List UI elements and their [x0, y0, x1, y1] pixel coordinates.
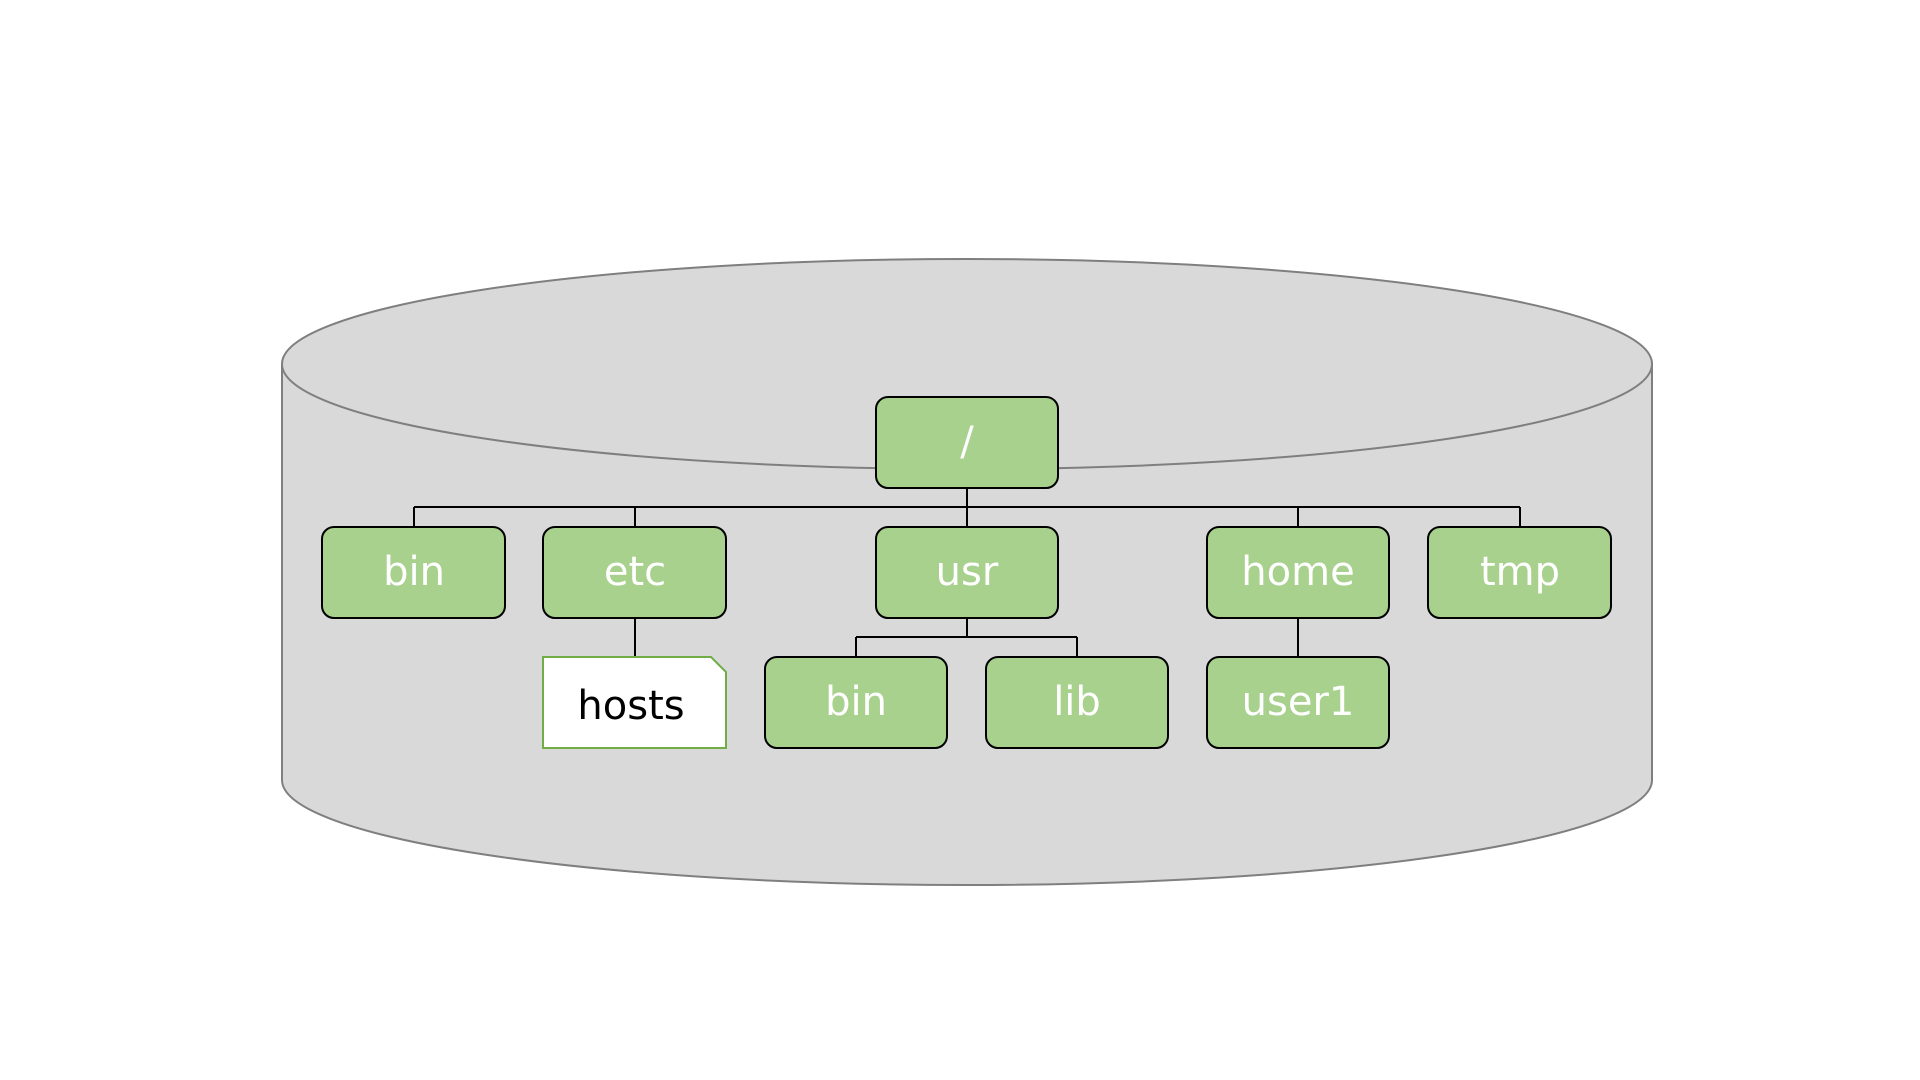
dir-label-home: home: [1241, 549, 1354, 595]
dir-label-etc: etc: [604, 549, 666, 595]
dir-box: [542, 526, 727, 619]
dir-box: [1206, 526, 1390, 619]
dir-box: [764, 656, 948, 749]
dir-node-bin: bin: [321, 526, 506, 619]
dir-node-user1: user1: [1206, 656, 1390, 749]
dir-label-usr: usr: [936, 549, 999, 595]
dir-box: [321, 526, 506, 619]
dir-box: [1206, 656, 1390, 749]
dir-node-home: home: [1206, 526, 1390, 619]
dir-box: [1427, 526, 1612, 619]
dir-node-usr-bin: bin: [764, 656, 948, 749]
dir-node-usr: usr: [875, 526, 1059, 619]
file-node-hosts: hosts: [542, 656, 727, 749]
connectors: [413, 488, 1521, 657]
dir-label-tmp: tmp: [1480, 549, 1560, 595]
dir-node-usr-lib: lib: [985, 656, 1169, 749]
dir-node-root: /: [875, 396, 1059, 489]
dir-label-bin: bin: [383, 549, 445, 595]
dir-label-user1: user1: [1242, 679, 1355, 725]
dir-node-etc: etc: [542, 526, 727, 619]
dir-node-tmp: tmp: [1427, 526, 1612, 619]
dir-box: [875, 396, 1059, 489]
dir-label-usr-lib: lib: [1053, 679, 1101, 725]
dir-label-usr-bin: bin: [825, 679, 887, 725]
dir-label-root: /: [960, 419, 974, 465]
file-icon: [542, 656, 727, 749]
file-label-hosts: hosts: [577, 683, 684, 729]
dir-box: [985, 656, 1169, 749]
dir-box: [875, 526, 1059, 619]
